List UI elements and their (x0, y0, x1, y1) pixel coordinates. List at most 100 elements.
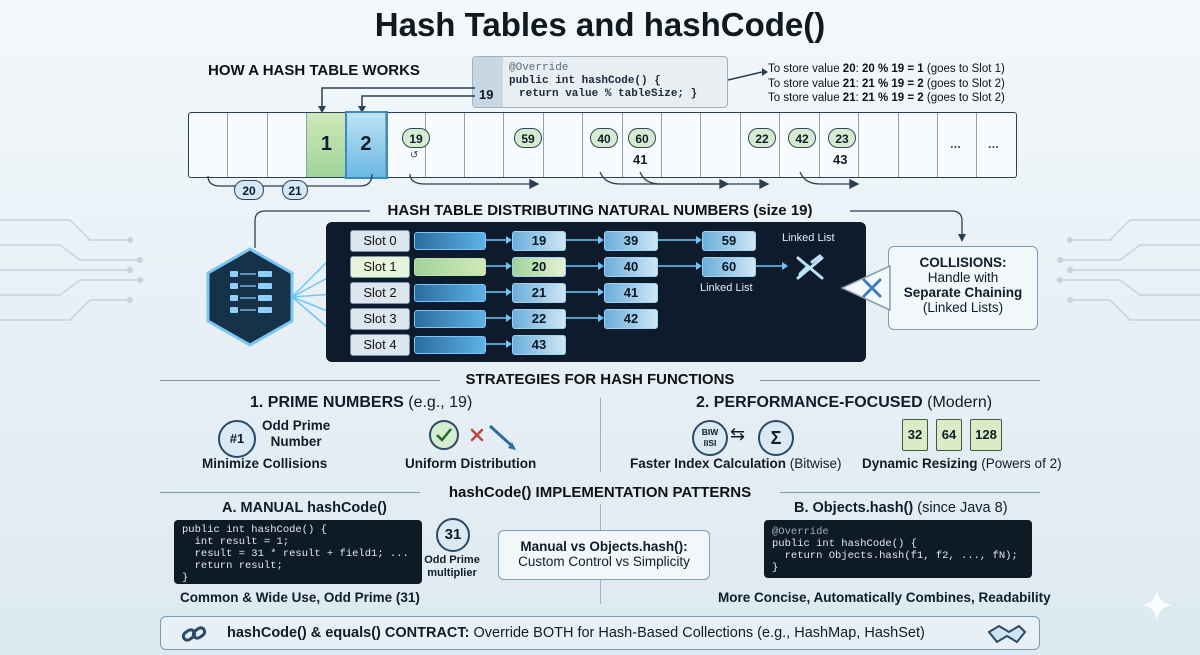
slot-cell (899, 113, 939, 177)
cell-value-41: 41 (633, 152, 648, 167)
slot-cell (465, 113, 505, 177)
code-override: @Override (509, 62, 569, 74)
manual-code-line: } (182, 572, 189, 584)
number-one-badge-icon: #1 (218, 420, 256, 458)
badge-31-icon: 31 (436, 518, 470, 552)
divider (160, 492, 420, 493)
objects-code-line: @Override (772, 526, 829, 538)
slot-cell (583, 113, 623, 177)
store-note-1: To store value 20: 20 % 19 = 1 (goes to … (768, 63, 1005, 75)
collisions-pointer-icon (840, 264, 891, 312)
page-title: Hash Tables and hashCode() (374, 6, 826, 43)
manual-code-line: int result = 1; (182, 536, 290, 548)
code-signature: public int hashCode() { (509, 75, 661, 87)
uniform-distribution-label: Uniform Distribution (405, 456, 537, 471)
slot-cell (268, 113, 308, 177)
value-pill-22: 22 (748, 128, 776, 148)
objects-code-line: public int hashCode() { (772, 538, 917, 550)
value-pill-21-below: 21 (282, 180, 308, 200)
code-gutter (473, 57, 503, 107)
objects-code-line: } (772, 562, 779, 574)
hash-function-hexagon-icon (206, 247, 294, 347)
prime-title: 1. PRIME NUMBERS (e.g., 19) (250, 394, 473, 411)
slot-cell-2: 2 (344, 111, 389, 179)
chain-link-icon (181, 626, 207, 642)
value-pill-20-below: 20 (234, 180, 264, 200)
collisions-line3: (Linked Lists) (922, 300, 1004, 315)
manual-title: A. MANUAL hashCode() (222, 500, 387, 516)
slot-label-3: Slot 3 (350, 308, 410, 330)
broken-link-icon (796, 254, 824, 280)
faster-index-label: Faster Index Calculation (Bitwise) (630, 456, 842, 471)
slot-cell (662, 113, 702, 177)
chain-node-22: 22 (512, 309, 566, 329)
slot-cell (938, 113, 978, 177)
slot-label-1: Slot 1 (350, 256, 410, 278)
hashcode-code-box: 19 @Override public int hashCode() { ret… (472, 56, 728, 108)
slot-cell (544, 113, 584, 177)
performance-title: 2. PERFORMANCE-FOCUSED (Modern) (696, 394, 993, 411)
slot-label-2: Slot 2 (350, 282, 410, 304)
slot-cell (426, 113, 465, 177)
objects-title: B. Objects.hash() (since Java 8) (794, 500, 1008, 516)
objects-code-block: @Override public int hashCode() { return… (764, 520, 1032, 578)
collisions-line1: Handle with (927, 270, 999, 285)
distribution-connectors (254, 210, 966, 248)
slot-cell (504, 113, 544, 177)
store-note-2: To store value 21: 21 % 19 = 2 (goes to … (768, 77, 1005, 90)
chain-arrows (486, 236, 788, 348)
uniform-distribution-icon (429, 420, 516, 450)
value-pill-42: 42 (788, 128, 816, 148)
circuit-right-decoration (1057, 219, 1200, 321)
patterns-heading: hashCode() IMPLEMENTATION PATTERNS (448, 484, 752, 501)
manual-vs-objects-card: Manual vs Objects.hash(): Custom Control… (498, 530, 710, 580)
vs-subtitle: Custom Control vs Simplicity (518, 554, 690, 569)
exchange-arrows-icon: ⇆ (730, 424, 746, 444)
value-pill-19: 19 (402, 128, 430, 148)
dynamic-resizing-label: Dynamic Resizing (Powers of 2) (862, 456, 1062, 471)
code-to-slot-arrows (318, 87, 475, 113)
circuit-left-decoration (0, 219, 143, 321)
objects-code-line: return Objects.hash(f1, f2, ..., fN); (772, 550, 1018, 562)
small-mark: ↺ (410, 150, 419, 161)
value-pill-40: 40 (590, 128, 618, 148)
linked-list-label-2: Linked List (700, 282, 753, 294)
cell-value-43: 43 (833, 152, 848, 167)
chain-node-60: 60 (702, 257, 756, 277)
power-doc-128-icon: 128 (970, 419, 1002, 451)
divider (160, 380, 440, 381)
divider (760, 380, 1040, 381)
slot-cell (741, 113, 781, 177)
slot-2-label: 2 (360, 133, 372, 155)
code-badge-19: 19 (479, 87, 494, 102)
handshake-icon (987, 624, 1027, 644)
objects-caption: More Concise, Automatically Combines, Re… (718, 590, 1051, 605)
ellipsis-2: ... (988, 136, 999, 151)
minimize-collisions-label: Minimize Collisions (202, 456, 328, 471)
manual-code-line: return result; (182, 560, 283, 572)
chain-node-21: 21 (512, 283, 566, 303)
chain-node-39: 39 (604, 231, 658, 251)
strategies-divider (600, 398, 601, 472)
linked-list-label-1: Linked List (782, 232, 835, 244)
store-notes: To store value 20: 20 % 19 = 1 (goes to … (768, 62, 1005, 106)
slot-cell (701, 113, 741, 177)
chain-node-42: 42 (604, 309, 658, 329)
chain-node-59: 59 (702, 231, 756, 251)
slot-0-bucket-bar (414, 232, 486, 250)
chain-node-20: 20 (512, 257, 566, 277)
manual-code-line: public int hashCode() { (182, 524, 327, 536)
contract-text: hashCode() & equals() CONTRACT: Override… (227, 625, 925, 641)
notes-arrow (727, 68, 768, 81)
chain-node-40: 40 (604, 257, 658, 277)
chain-node-19: 19 (512, 231, 566, 251)
manual-caption: Common & Wide Use, Odd Prime (31) (180, 590, 420, 605)
distribution-panel: Slot 0 Slot 1 Slot 2 Slot 3 Slot 4 19 20… (326, 222, 866, 362)
slot-cell (780, 113, 820, 177)
power-doc-64-icon: 64 (936, 419, 962, 451)
vs-title: Manual vs Objects.hash(): (520, 539, 688, 554)
collisions-card: COLLISIONS: Handle with Separate Chainin… (888, 246, 1038, 330)
